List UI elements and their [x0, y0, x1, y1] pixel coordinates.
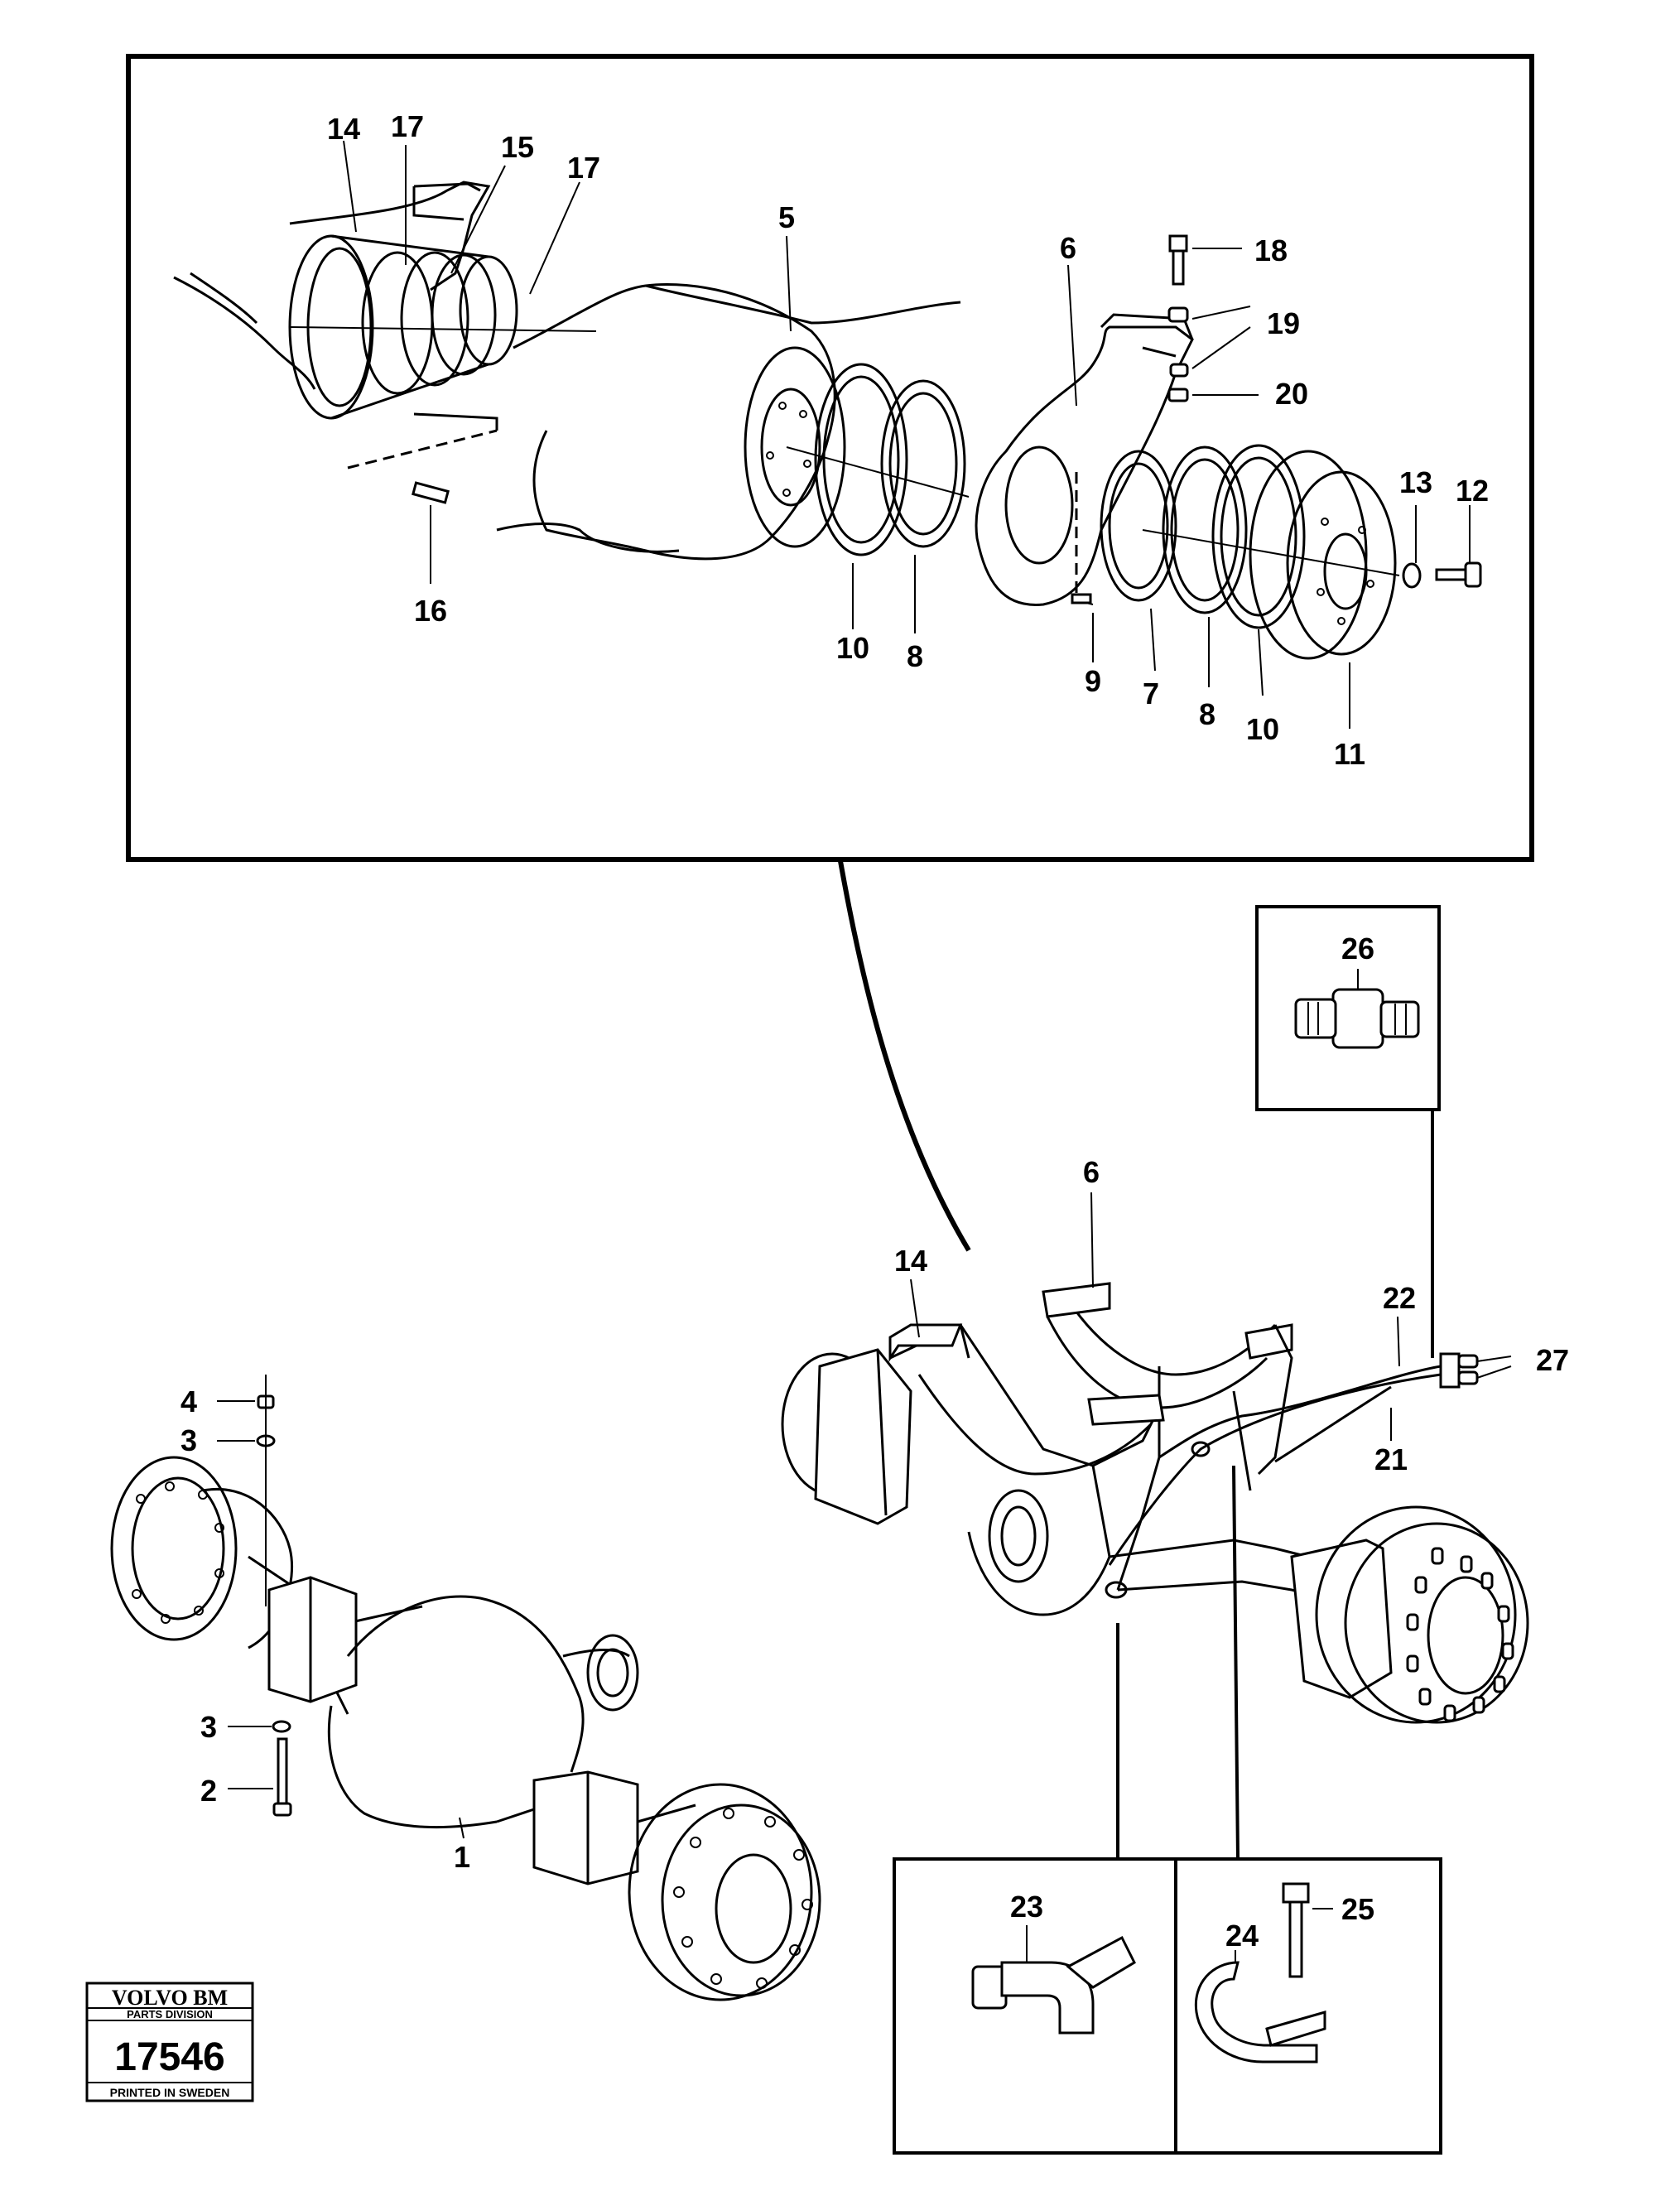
callout-27: 27: [1536, 1343, 1569, 1377]
callout-20: 20: [1275, 377, 1308, 411]
callout-6-top: 6: [1060, 231, 1076, 265]
callout-14-axle: 14: [894, 1244, 927, 1278]
callout-19: 19: [1267, 306, 1300, 340]
detail-box-adapter: 26: [1255, 905, 1441, 1358]
volvo-bm-parts-badge: VOLVO BM PARTS DIVISION 17546 PRINTED IN…: [85, 1982, 254, 2102]
badge-brand: VOLVO BM: [112, 1986, 228, 2010]
badge-footer: PRINTED IN SWEDEN: [110, 2086, 230, 2099]
callout-6-axle: 6: [1083, 1155, 1100, 1189]
callout-3-top: 3: [181, 1423, 197, 1457]
callout-14-top: 14: [327, 112, 360, 146]
callout-3-bottom: 3: [200, 1710, 217, 1744]
callout-16: 16: [414, 594, 447, 628]
callout-17-right: 17: [567, 151, 600, 185]
callout-25: 25: [1341, 1892, 1374, 1926]
axle-assembly-complete: 4 3 3 2 1: [110, 1375, 821, 2001]
callout-12: 12: [1456, 474, 1489, 508]
callout-8-right: 8: [1199, 697, 1215, 731]
callout-17-left: 17: [391, 109, 424, 143]
detail-box-bearing-assembly: 14 17 15 17 5 6 18 19 20 13 12 16 10 8 9…: [126, 54, 1534, 862]
callout-15: 15: [501, 130, 534, 164]
callout-26: 26: [1341, 932, 1374, 966]
callout-9: 9: [1085, 664, 1101, 698]
callout-10-center: 10: [836, 631, 869, 665]
callout-18: 18: [1254, 234, 1288, 267]
callout-23: 23: [1010, 1890, 1043, 1924]
callout-24: 24: [1225, 1919, 1259, 1953]
callout-1: 1: [454, 1840, 470, 1874]
detail-connector-line: [838, 860, 971, 1252]
callout-4: 4: [181, 1385, 197, 1418]
callout-22: 22: [1383, 1281, 1416, 1315]
callout-7: 7: [1143, 677, 1159, 710]
callout-5: 5: [778, 200, 795, 234]
callout-2: 2: [200, 1774, 217, 1808]
callout-13: 13: [1399, 465, 1432, 499]
callout-11: 11: [1334, 737, 1365, 771]
callout-10-right: 10: [1246, 712, 1279, 746]
axle-assembly-with-brackets: 14 6 22 21 27: [781, 1155, 1569, 1724]
badge-number: 17546: [114, 2035, 224, 2079]
callout-21: 21: [1374, 1442, 1408, 1476]
badge-division: PARTS DIVISION: [127, 2008, 213, 2020]
detail-box-elbow-and-clamp: 23 24 25: [893, 1465, 1442, 2155]
callout-8-center: 8: [907, 639, 923, 673]
